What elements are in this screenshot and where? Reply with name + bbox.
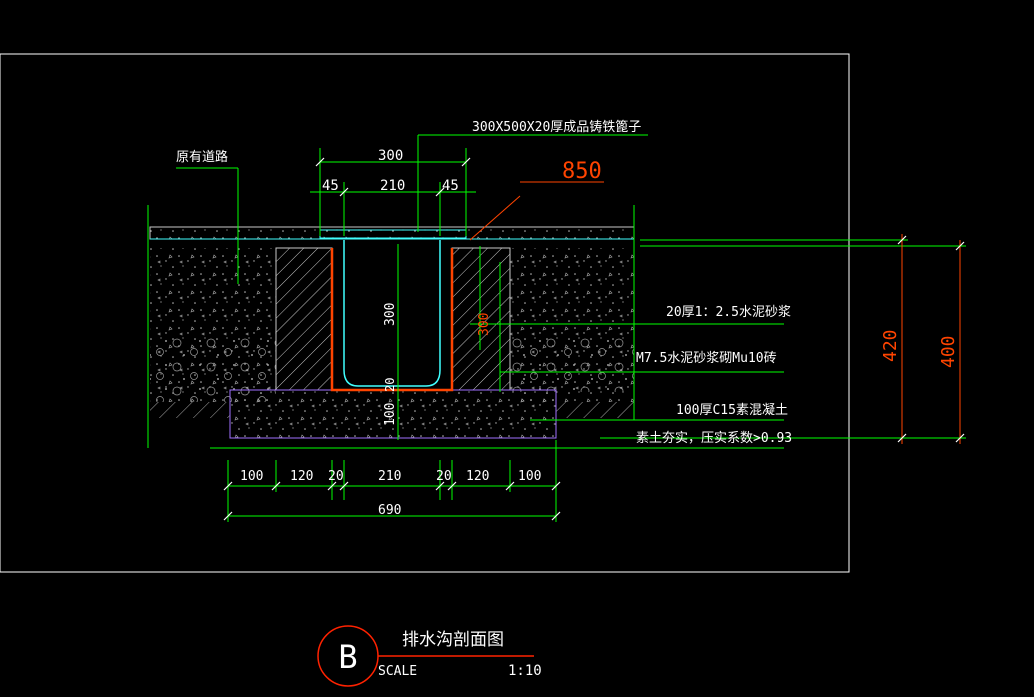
dim-base: 100 (383, 403, 398, 426)
concrete-base (229, 389, 557, 439)
title-badge-letter: B (338, 638, 357, 676)
dim-bottom-0: 100 (240, 469, 263, 484)
dim-top-total: 300 (378, 148, 403, 164)
existing-road-label: 原有道路 (176, 149, 228, 165)
label-mortar: 20厚1：2.5水泥砂浆 (666, 305, 791, 320)
road-base-right (510, 334, 634, 392)
dim-bottom-2: 20 (328, 469, 344, 484)
green-dimension-lines (147, 134, 966, 522)
label-brick: M7.5水泥砂浆砌Mu10砖 (636, 351, 777, 366)
drawing-frame (0, 53, 850, 573)
dim-bottom-3: 210 (378, 469, 401, 484)
dim-top-mid: 210 (380, 178, 405, 194)
dim-bottom-total: 690 (378, 503, 401, 518)
channel-inner-outline (343, 240, 441, 387)
label-soil: 素土夯实，压实系数>0.93 (636, 431, 792, 446)
dim-bottom-gap: 20 (383, 378, 397, 392)
right-dimension-lines (469, 181, 961, 444)
dim-bottom-5: 120 (466, 469, 489, 484)
dim-inner-depth: 300 (383, 303, 398, 326)
road-surface (149, 226, 635, 240)
scale-label: SCALE (378, 664, 417, 679)
right-dimension-ticks (897, 235, 965, 443)
dimension-ticks (223, 157, 561, 521)
scale-value: 1:10 (508, 663, 542, 679)
ground-hatch-left (150, 402, 230, 418)
dim-bottom-6: 100 (518, 469, 541, 484)
label-concrete: 100厚C15素混凝土 (676, 402, 788, 418)
title-text: 排水沟剖面图 (402, 630, 504, 650)
dim-right-outer: 420 (880, 329, 901, 362)
dim-bottom-1: 120 (290, 469, 313, 484)
dim-top-right: 45 (442, 178, 459, 194)
grate-label: 300X500X20厚成品铸铁篦子 (472, 119, 641, 135)
dim-top-left: 45 (322, 178, 339, 194)
ground-hatch-right (556, 402, 634, 418)
channel-red-lining (330, 248, 454, 392)
dim-wall-depth: 300 (477, 313, 492, 336)
brick-wall-left (275, 247, 333, 391)
dim-bottom-4: 20 (436, 469, 452, 484)
dim-right-inner: 400 (938, 335, 959, 368)
red-dim-850: 850 (562, 159, 602, 184)
